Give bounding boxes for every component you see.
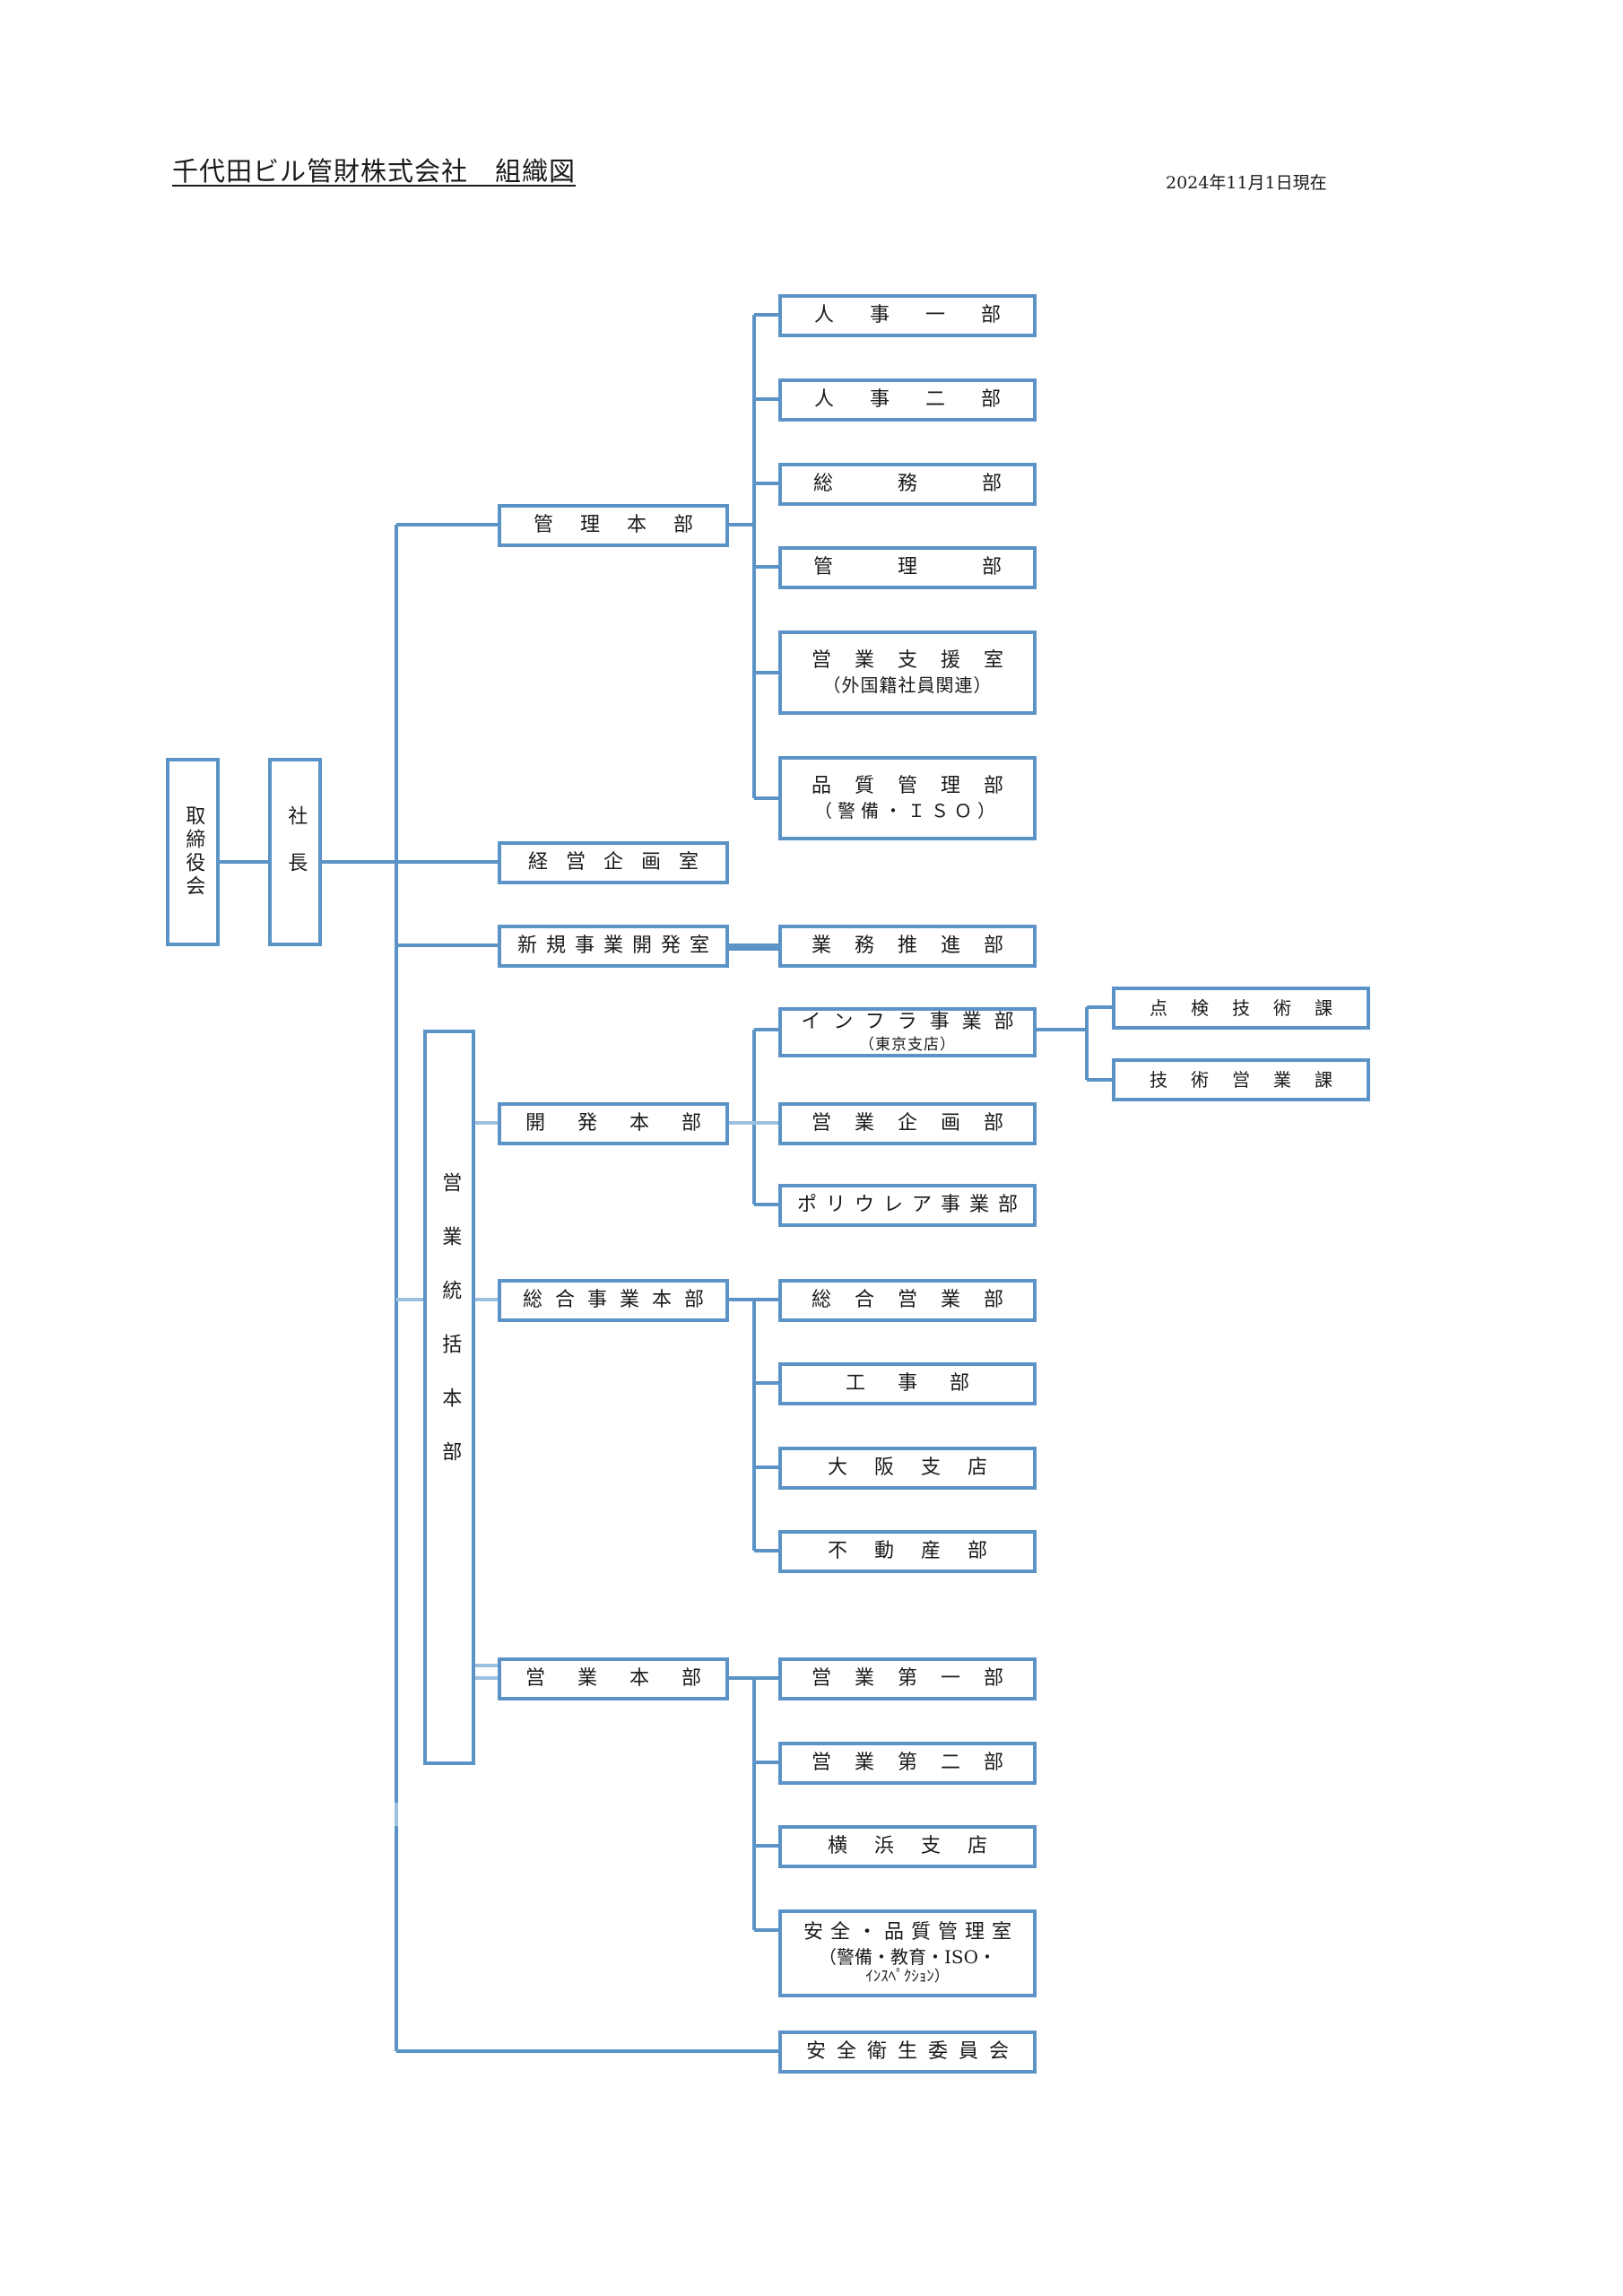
- eigyo-shienshitsu-box: 営業支援室 （外国籍社員関連）: [778, 631, 1037, 715]
- jinji-nibu-box: 人事二部: [778, 378, 1037, 422]
- hinshitsu-kanribu-note: （警備・ＩＳＯ）: [814, 800, 1001, 822]
- as-of-date: 2024年11月1日現在: [1166, 173, 1327, 193]
- jinji-ichibu-box: 人事一部: [778, 294, 1037, 337]
- kojibu-box: 工事部: [778, 1362, 1037, 1405]
- eigyo-dainibu-label: 営業第二部: [811, 1751, 1027, 1774]
- page-title: 千代田ビル管財株式会社 組織図: [172, 156, 577, 187]
- sogo-eigyobu-box: 総合営業部: [778, 1279, 1037, 1322]
- osaka-shiten-label: 大阪支店: [827, 1456, 1014, 1479]
- jinji-nibu-label: 人事二部: [813, 387, 1037, 411]
- infra-jigyobu-note: （東京支店）: [859, 1036, 956, 1054]
- eigyo-kikakubu-label: 営業企画部: [811, 1111, 1027, 1135]
- anzen-hinshitsu-kanrishitsu-label: 安全・品質管理室: [803, 1920, 1019, 1944]
- kanribu-box: 管理部: [778, 546, 1037, 589]
- anzen-eisei-iinkai-box: 安全衛生委員会: [778, 2031, 1037, 2074]
- sogo-eigyobu-label: 総合営業部: [811, 1288, 1027, 1311]
- tenken-gijutsuka-label: 点検技術課: [1150, 997, 1356, 1019]
- fudosanbu-box: 不動産部: [778, 1530, 1037, 1573]
- president-box: 社長: [268, 758, 322, 946]
- gijutsu-eigyoka-box: 技術営業課: [1112, 1058, 1370, 1101]
- eigyo-honbu-label: 営業本部: [525, 1666, 733, 1690]
- kaihatsu-honbu-box: 開発本部: [498, 1102, 729, 1145]
- anzen-hinshitsu-kanrishitsu-box: 安全・品質管理室 （警備・教育・ISO・ ｲﾝｽﾍﾟｸｼｮﾝ）: [778, 1909, 1037, 1997]
- kanribu-label: 管理部: [812, 555, 1066, 578]
- fudosanbu-label: 不動産部: [827, 1539, 1014, 1562]
- eigyo-tokatsu-honbu-label: 営業統括本部: [438, 1172, 462, 1495]
- polyurea-jigyobu-box: ポリウレア事業部: [778, 1184, 1037, 1227]
- somubu-box: 総務部: [778, 463, 1037, 506]
- shinki-jigyo-label: 新規事業開発室: [516, 934, 718, 957]
- anzen-eisei-iinkai-label: 安全衛生委員会: [805, 2039, 1020, 2063]
- sogo-jigyo-honbu-box: 総合事業本部: [498, 1279, 729, 1322]
- eigyo-daiichibu-label: 営業第一部: [811, 1666, 1027, 1690]
- kaihatsu-honbu-label: 開発本部: [525, 1111, 733, 1135]
- keiei-kikaku-label: 経営企画室: [527, 850, 716, 874]
- eigyo-shienshitsu-note: （外国籍社員関連）: [822, 674, 993, 697]
- shinki-jigyo-box: 新規事業開発室: [498, 925, 729, 968]
- eigyo-shienshitsu-label: 営業支援室: [811, 648, 1027, 672]
- eigyo-dainibu-box: 営業第二部: [778, 1742, 1037, 1785]
- polyurea-jigyobu-label: ポリウレア事業部: [796, 1193, 1027, 1216]
- eigyo-honbu-box: 営業本部: [498, 1657, 729, 1700]
- jinji-ichibu-label: 人事一部: [813, 303, 1037, 326]
- keiei-kikaku-box: 経営企画室: [498, 841, 729, 884]
- anzen-hinshitsu-note-1: （警備・教育・ISO・: [819, 1946, 996, 1968]
- hinshitsu-kanribu-label: 品質管理部: [811, 774, 1027, 797]
- gyomu-suishinbu-box: 業務推進部: [778, 925, 1037, 968]
- tenken-gijutsuka-box: 点検技術課: [1112, 987, 1370, 1030]
- eigyo-kikakubu-box: 営業企画部: [778, 1102, 1037, 1145]
- yokohama-shiten-box: 横浜支店: [778, 1825, 1037, 1868]
- infra-jigyobu-box: インフラ事業部 （東京支店）: [778, 1007, 1037, 1057]
- board-of-directors-box: 取締役会: [166, 758, 220, 946]
- president-label: 社長: [284, 805, 308, 899]
- osaka-shiten-box: 大阪支店: [778, 1447, 1037, 1490]
- sogo-jigyo-honbu-label: 総合事業本部: [522, 1288, 716, 1311]
- gyomu-suishinbu-label: 業務推進部: [811, 934, 1027, 957]
- kanri-honbu-box: 管理本部: [498, 504, 729, 547]
- eigyo-daiichibu-box: 営業第一部: [778, 1657, 1037, 1700]
- kojibu-label: 工事部: [845, 1371, 1002, 1395]
- kanri-honbu-label: 管理本部: [533, 513, 720, 536]
- somubu-label: 総務部: [812, 472, 1066, 495]
- gijutsu-eigyoka-label: 技術営業課: [1150, 1069, 1356, 1091]
- eigyo-tokatsu-honbu-box: 営業統括本部: [423, 1030, 475, 1765]
- board-label: 取締役会: [182, 805, 205, 899]
- anzen-hinshitsu-note-2: ｲﾝｽﾍﾟｸｼｮﾝ）: [865, 1968, 950, 1986]
- hinshitsu-kanribu-box: 品質管理部 （警備・ＩＳＯ）: [778, 756, 1037, 840]
- infra-jigyobu-label: インフラ事業部: [801, 1010, 1027, 1033]
- yokohama-shiten-label: 横浜支店: [827, 1834, 1014, 1857]
